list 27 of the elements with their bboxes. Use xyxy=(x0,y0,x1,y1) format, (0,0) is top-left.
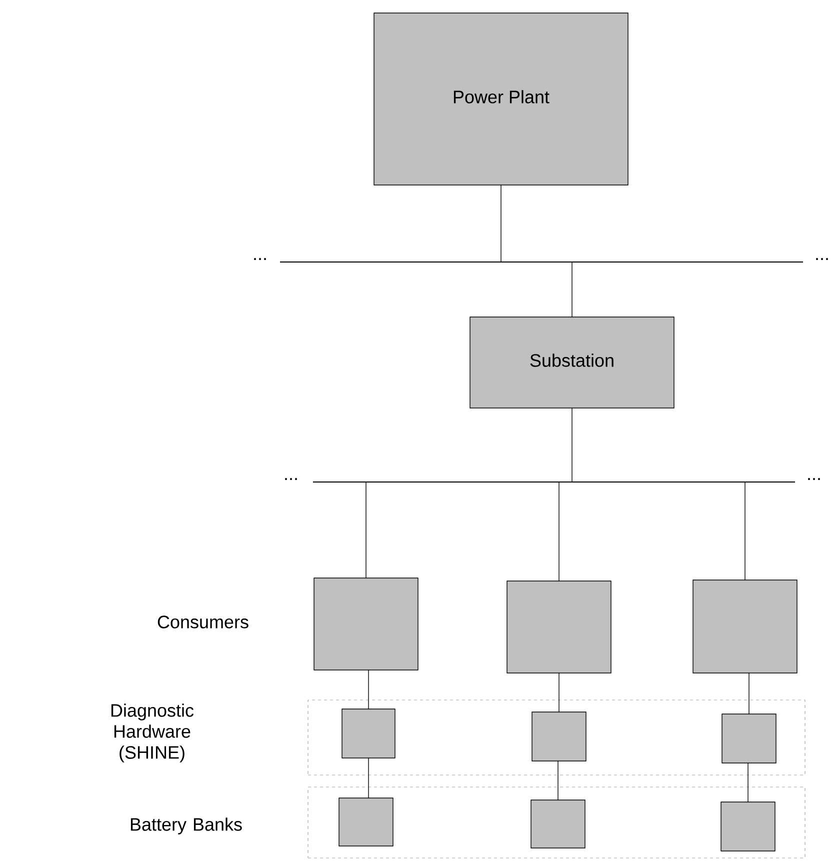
unit-box xyxy=(342,708,396,758)
unit-box xyxy=(722,714,776,764)
ellipsis: ... xyxy=(816,258,828,260)
unit-box xyxy=(530,800,586,848)
connector-line xyxy=(748,672,750,714)
connector-line xyxy=(558,672,560,712)
unit-box xyxy=(532,712,586,762)
connector-line xyxy=(744,482,746,580)
unit-box xyxy=(314,578,418,670)
ellipsis: ... xyxy=(808,478,820,480)
row-label: Battery Banks xyxy=(130,818,242,834)
ellipsis: ... xyxy=(285,478,297,480)
unit-box xyxy=(692,580,798,674)
connector-line xyxy=(368,758,369,798)
unit-box xyxy=(720,802,776,852)
group-frame xyxy=(308,700,806,776)
ellipsis: ... xyxy=(254,258,266,260)
substation-box: Substation xyxy=(470,316,674,408)
unit-box xyxy=(506,580,612,674)
connector-line xyxy=(500,184,502,262)
group-frame xyxy=(308,786,806,858)
row-label: Diagnostic Hardware (SHINE) xyxy=(111,704,194,762)
unit-box xyxy=(338,798,394,846)
row-label: Consumers xyxy=(158,616,248,628)
connector-line xyxy=(368,670,369,710)
power-plant-box: Power Plant xyxy=(374,12,628,186)
connector-line xyxy=(558,482,560,582)
